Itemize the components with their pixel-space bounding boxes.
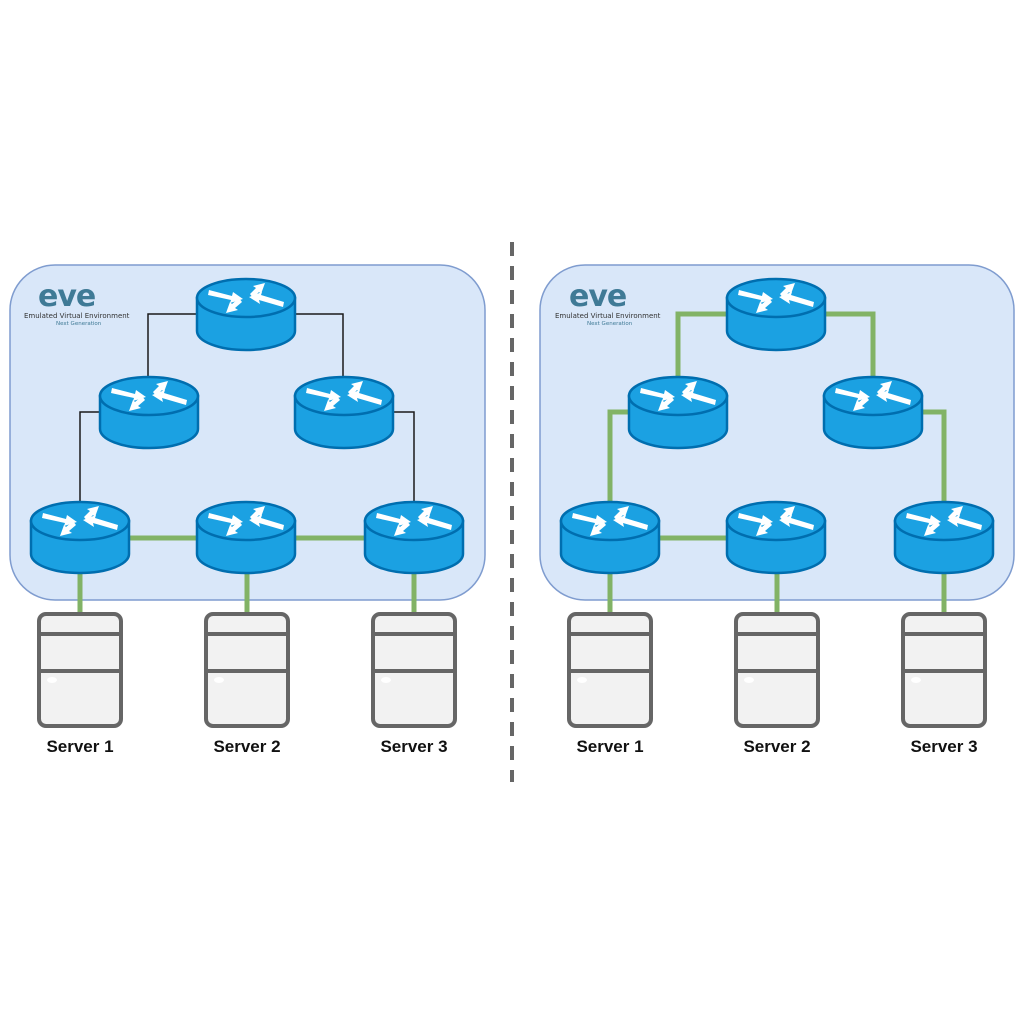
router-top-icon[interactable] <box>725 277 827 352</box>
router-bottom-right-icon[interactable] <box>363 500 465 575</box>
router-bottom-right-icon[interactable] <box>893 500 995 575</box>
link-mid-right-to-bottom-right[interactable] <box>922 409 947 502</box>
router-bottom-left-icon[interactable] <box>29 500 131 575</box>
router-mid-left-icon[interactable] <box>98 375 200 450</box>
server-1-label: Server 1 <box>576 737 643 756</box>
server-2-icon[interactable] <box>734 612 820 728</box>
link-top-to-mid-right[interactable] <box>295 313 344 377</box>
right-topology: eve Emulated Virtual Environment Next Ge… <box>539 264 1015 756</box>
server-3-icon[interactable] <box>901 612 987 728</box>
server-1-icon[interactable] <box>37 612 123 728</box>
link-top-to-mid-left[interactable] <box>147 313 197 377</box>
link-mid-left-to-bottom-left[interactable] <box>607 409 630 502</box>
link-top-to-mid-right[interactable] <box>825 311 876 377</box>
router-bottom-center-icon[interactable] <box>195 500 297 575</box>
server-3-icon[interactable] <box>371 612 457 728</box>
eve-logo: eve Emulated Virtual Environment Next Ge… <box>24 279 130 327</box>
eve-logo-subtitle: Next Generation <box>587 321 633 327</box>
eve-logo: eve Emulated Virtual Environment Next Ge… <box>555 279 661 327</box>
link-mid-left-to-bottom-left[interactable] <box>79 411 100 502</box>
router-bottom-center-icon[interactable] <box>725 500 827 575</box>
router-top-icon[interactable] <box>195 277 297 352</box>
eve-logo-tagline: Emulated Virtual Environment <box>24 312 130 320</box>
server-2-label: Server 2 <box>743 737 810 756</box>
router-mid-right-icon[interactable] <box>822 375 924 450</box>
router-mid-right-icon[interactable] <box>293 375 395 450</box>
router-mid-left-icon[interactable] <box>627 375 729 450</box>
left-topology: eve Emulated Virtual Environment Next Ge… <box>9 264 486 756</box>
eve-logo-tagline: Emulated Virtual Environment <box>555 312 661 320</box>
eve-logo-wordmark: eve <box>38 279 95 314</box>
link-top-to-mid-left[interactable] <box>675 311 727 377</box>
router-bottom-left-icon[interactable] <box>559 500 661 575</box>
server-1-label: Server 1 <box>46 737 113 756</box>
eve-logo-subtitle: Next Generation <box>56 321 102 327</box>
link-mid-right-to-bottom-right[interactable] <box>393 411 415 502</box>
server-2-icon[interactable] <box>204 612 290 728</box>
server-1-icon[interactable] <box>567 612 653 728</box>
server-3-label: Server 3 <box>380 737 447 756</box>
server-3-label: Server 3 <box>910 737 977 756</box>
server-2-label: Server 2 <box>213 737 280 756</box>
eve-logo-wordmark: eve <box>569 279 626 314</box>
